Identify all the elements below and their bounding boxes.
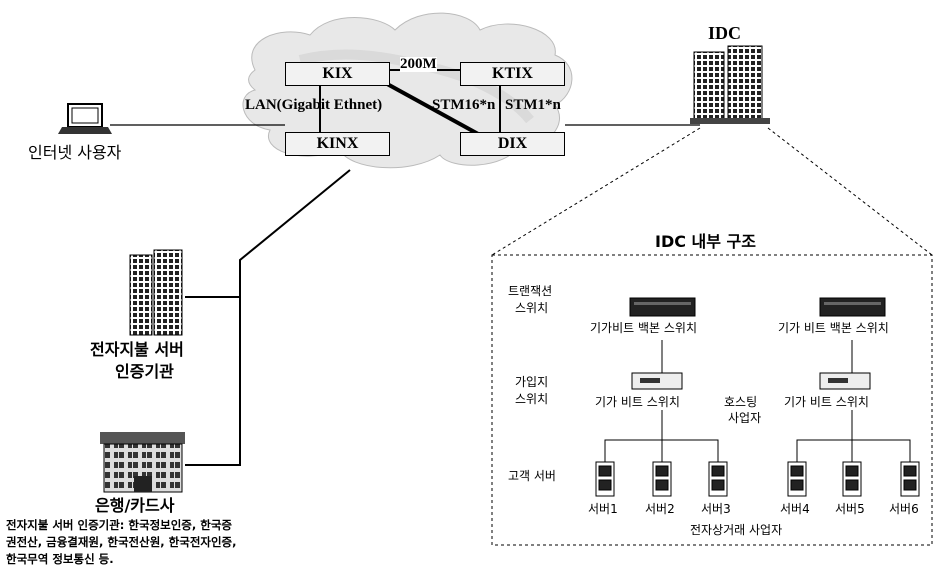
row-label-access-2: 스위치	[515, 392, 549, 406]
label-bank: 은행/카드사	[95, 496, 175, 515]
server-4-label: 서버4	[780, 502, 810, 516]
ecommerce-label: 전자상거래 사업자	[690, 523, 783, 537]
label-payment-server-1: 전자지불 서버	[90, 340, 184, 359]
server-5-icon	[842, 461, 862, 497]
label-internet-user: 인터넷 사용자	[28, 143, 122, 162]
idc-detail-panel	[491, 254, 933, 546]
server-4-icon	[787, 461, 807, 497]
label-lan: LAN(Gigabit Ethnet)	[245, 97, 383, 113]
label-idc: IDC	[708, 23, 742, 43]
access-switch-left-label: 기가 비트 스위치	[595, 395, 680, 409]
label-200m: 200M	[400, 56, 437, 72]
backbone-switch-right-icon	[819, 297, 886, 317]
backbone-switch-left-icon	[629, 297, 696, 317]
backbone-switch-left-label: 기가비트 백본 스위치	[590, 321, 697, 335]
server-icons	[595, 461, 920, 497]
server-6-icon	[900, 461, 920, 497]
node-kix: KIX	[285, 62, 390, 86]
laptop-icon	[58, 103, 112, 134]
zoom-line-right	[767, 127, 933, 256]
hosting-label-2: 사업자	[728, 411, 762, 425]
bank-building-icon	[100, 432, 185, 493]
footnote-line-1: 전자지불 서버 인증기관: 한국정보인증, 한국증	[6, 518, 233, 532]
node-dix: DIX	[460, 132, 565, 156]
node-ktix: KTIX	[460, 62, 565, 86]
access-switch-right-label: 기가 비트 스위치	[784, 395, 869, 409]
backbone-switch-right-label: 기가 비트 백본 스위치	[778, 321, 889, 335]
row-label-customer: 고객 서버	[508, 469, 556, 483]
idc-building-icon	[690, 45, 770, 124]
server-3-icon	[708, 461, 728, 497]
row-label-transaction-1: 트랜잭션	[508, 284, 553, 298]
node-kinx: KINX	[285, 132, 390, 156]
label-stm1: STM1*n	[505, 97, 561, 113]
server-3-label: 서버3	[701, 502, 731, 516]
server-1-icon	[595, 461, 615, 497]
row-label-access-1: 가입지	[515, 375, 549, 389]
link-cloud-servers	[185, 169, 351, 466]
hosting-label-1: 호스팅	[724, 395, 758, 409]
zoom-line-left	[491, 127, 701, 256]
access-switch-left-icon	[631, 372, 683, 390]
link-kix-dix	[379, 78, 481, 137]
label-stm16: STM16*n	[432, 97, 496, 113]
server-6-label: 서버6	[889, 502, 919, 516]
idc-detail-title: IDC 내부 구조	[655, 232, 756, 251]
row-label-transaction-2: 스위치	[515, 301, 549, 315]
label-payment-server-2: 인증기관	[115, 362, 174, 381]
server-1-label: 서버1	[588, 502, 618, 516]
footnote-line-2: 권전산, 금융결재원, 한국전산원, 한국전자인증,	[6, 535, 237, 549]
footnote-line-3: 한국무역 정보통신 등.	[6, 552, 114, 566]
payment-server-building-icon	[129, 249, 183, 336]
server-2-label: 서버2	[645, 502, 675, 516]
server-2-icon	[652, 461, 672, 497]
access-switch-right-icon	[819, 372, 871, 390]
server-5-label: 서버5	[835, 502, 865, 516]
bus-right	[796, 439, 911, 462]
